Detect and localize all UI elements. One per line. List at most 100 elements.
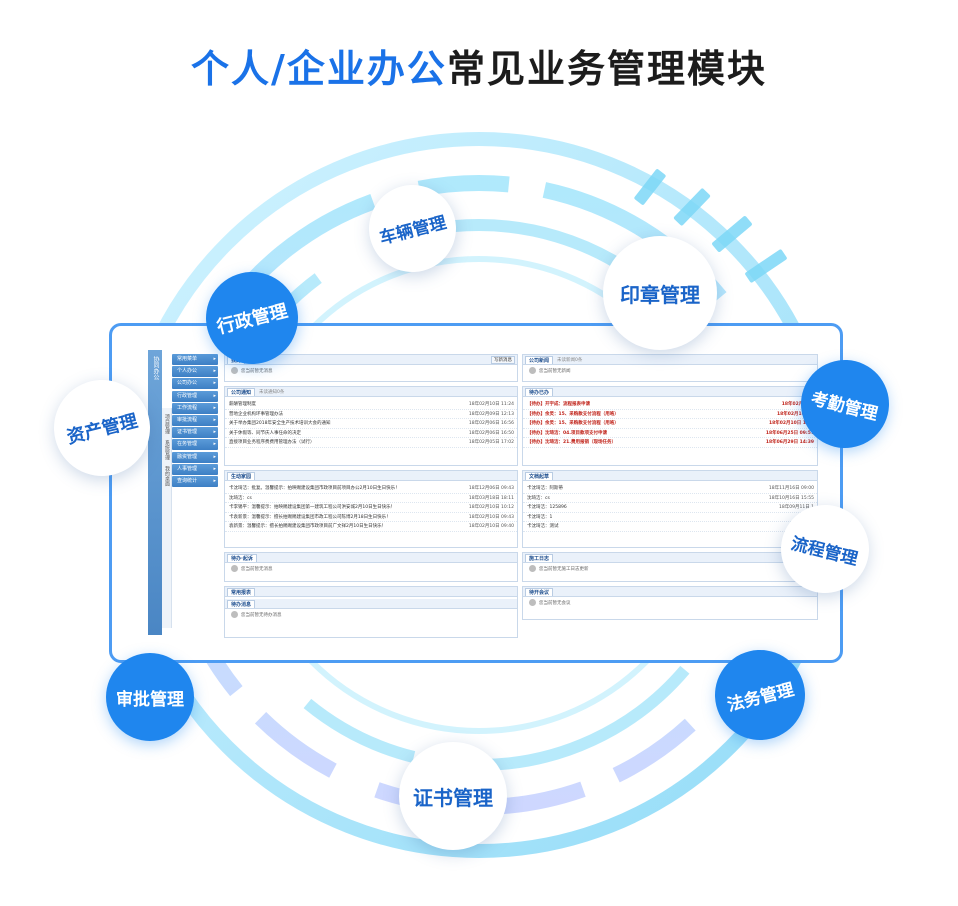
item-date: 18年02月05日 17:02 <box>468 438 514 447</box>
menu-item[interactable]: 工作流程 <box>172 402 218 414</box>
menu-item[interactable]: 在务管理 <box>172 439 218 451</box>
item-text: 卡沈琦洁：1 <box>527 514 553 520</box>
nav-project[interactable]: 项目管理 <box>164 414 170 434</box>
panel-tab[interactable]: 常用报表 <box>227 588 256 596</box>
menu-item[interactable]: 行政管理 <box>172 390 218 402</box>
item-date: 18年02月10日 09:40 <box>468 522 514 531</box>
item-date: 18年03月18日 18:11 <box>468 493 514 503</box>
panel-header: 生动家园 <box>225 471 517 481</box>
item-text: 卡沈琦洁：测试 <box>527 524 559 529</box>
panel-sub: 未读新闻0条 <box>557 358 583 363</box>
item-date: 18年09月11日 1 <box>779 503 814 512</box>
badge-legal-label: 法务管理 <box>725 679 797 716</box>
empty-message: 您当前暂无施工日志更新 <box>523 563 817 575</box>
list-item[interactable]: 卡袁新景：温馨提示：擅长拍赐赐建设集团市政工程公司陈博2月18日生日快乐！18年… <box>225 512 517 522</box>
panel-sub: 未读通知0条 <box>259 390 285 395</box>
nav-system[interactable]: 系统管理 <box>164 440 170 460</box>
list-item[interactable]: 卡李锡平：温馨提示：拍映赐建设集团第一建筑工程公司洪安城2月10日生日快乐！ 18… <box>225 503 517 513</box>
item-date: 18年06月29日 14:39 <box>765 438 814 447</box>
item-date: 18年02月09日 12:13 <box>468 409 514 419</box>
panel-header: 待开会议 <box>523 587 817 597</box>
panel-tab[interactable]: 公司通知 <box>227 388 256 396</box>
panel-my-messages: 我的 更多 写新消息 您当前暂无消息 <box>224 354 518 382</box>
list-item[interactable]: 直接项目业务程序费费用管理办法（试行）18年02月05日 17:02 <box>225 438 517 448</box>
badge-approval-label: 审批管理 <box>116 689 184 710</box>
badge-seal[interactable]: 印章管理 <box>603 236 717 350</box>
badge-admin-label: 行政管理 <box>214 300 290 339</box>
list-item[interactable]: 卡沈琦洁：118年09 <box>523 512 817 522</box>
item-text: 卡李锡平：温馨提示：拍映赐建设集团第一建筑工程公司洪安城2月10日生日快乐！ <box>229 505 396 510</box>
menu-item[interactable]: 常用菜单 <box>172 354 218 365</box>
panel-meetings: 待开会议 您当前暂无会议 <box>522 586 818 620</box>
badge-certificate-label: 证书管理 <box>413 785 493 810</box>
item-date: 18年10月16日 15:55 <box>768 493 814 503</box>
badge-workflow-label: 流程管理 <box>788 533 860 570</box>
panel-header: 公司新闻 未读新闻0条 <box>523 355 817 365</box>
dash-1 <box>634 169 666 205</box>
todo-list: 【待办】开宇成：流程报表申请 18年02月09日 【待办】余灵：15、采购款支付流… <box>523 397 817 448</box>
item-text: 【待办】沈琦洁：21.费用报销（现场任务） <box>527 440 616 445</box>
item-text: 卡袁新景：温馨提示：擅长拍赐赐建设集团市政工程公司陈博2月18日生日快乐！ <box>229 514 391 520</box>
panel-todo: 待办已办 【待办】开宇成：流程报表申请 18年02月09日 【待办】余灵：15、采… <box>522 386 818 466</box>
new-message-button[interactable]: 写新消息 <box>491 356 515 364</box>
menu-item[interactable]: 审批流程 <box>172 414 218 426</box>
item-date: 18年12月06日 09:43 <box>468 484 514 493</box>
item-text: 【待办】余灵：15、采购款支付流程（用咯） <box>527 411 619 417</box>
panel-header: 待办消息 <box>225 599 517 609</box>
primary-nav-label[interactable]: 协同办公 <box>152 356 159 380</box>
panel-activity: 生动家园 卡沈琦洁：批复。温馨提示：拍映赐建设集团市政项目前项目办公2月10日生… <box>224 470 518 548</box>
list-item[interactable]: 卡沈琦洁：测试18年 <box>523 522 817 532</box>
panel-header: 待办已办 <box>523 387 817 397</box>
panel-header: 待办·起诉 <box>225 553 517 563</box>
oa-app: 协同办公 项目管理 系统管理 我的桌面 常用菜单 个人办公 公司办公 行政管理 … <box>148 350 818 645</box>
panel-tab[interactable]: 待开会议 <box>525 588 554 596</box>
list-item[interactable]: 袁新景：温馨提示：擅长拍赐赐建设集团市政项目前广文祥2月10日生日快乐！18年0… <box>225 522 517 532</box>
empty-message: 您当前暂无消息 <box>225 365 517 377</box>
panel-tab[interactable]: 生动家园 <box>227 472 256 480</box>
menu-item[interactable]: 融资管理 <box>172 451 218 463</box>
list-item[interactable]: 卡沈琦洁：批复。温馨提示：拍映赐建设集团市政项目前项目办公2月10日生日快乐！1… <box>225 484 517 494</box>
panel-tab[interactable]: 施工日志 <box>525 554 554 562</box>
menu-item[interactable]: 查询统计 <box>172 475 218 487</box>
title-rest: 常见业务管理模块 <box>446 47 767 91</box>
list-item[interactable]: 【待办】余灵：15、采购款支付流程（用咯）18年02月10日 11:4 <box>523 419 817 429</box>
empty-message: 您当前暂无会议 <box>523 597 817 609</box>
badge-certificate[interactable]: 证书管理 <box>399 742 507 850</box>
panel-tab[interactable]: 文档起草 <box>525 472 554 480</box>
menu-item[interactable]: 人事管理 <box>172 463 218 475</box>
title-highlight: 个人/企业办公 <box>191 47 447 91</box>
list-item[interactable]: 【待办】开宇成：流程报表申请 18年02月09日 <box>523 400 817 410</box>
list-item[interactable]: 【待办】沈琦洁：21.费用报销（现场任务） 18年06月29日 14:39 <box>523 438 817 448</box>
item-date: 18年02月10日 10:12 <box>468 503 514 512</box>
panel-tab[interactable]: 公司新闻 <box>525 356 554 364</box>
app-screenshot-frame: 协同办公 项目管理 系统管理 我的桌面 常用菜单 个人办公 公司办公 行政管理 … <box>109 323 843 663</box>
list-item[interactable]: 【待办】余灵：15、采购款支付流程（用咯）18年02月10日 1 <box>523 409 817 419</box>
primary-nav: 协同办公 <box>148 350 162 635</box>
menu-item[interactable]: 公司办公 <box>172 378 218 390</box>
panel-tab[interactable]: 待办·起诉 <box>227 554 257 562</box>
item-date: 18年06月25日 09:57 <box>765 428 814 438</box>
badge-approval[interactable]: 审批管理 <box>106 653 194 741</box>
item-text: 【待办】开宇成：流程报表申请 <box>527 402 590 407</box>
panel-tab[interactable]: 待办已办 <box>525 388 554 396</box>
item-date: 18年02月09日 <box>781 400 814 409</box>
menu-item[interactable]: 个人办公 <box>172 366 218 378</box>
menu-item[interactable]: 证书管理 <box>172 427 218 439</box>
badge-assets-label: 资产管理 <box>64 410 140 449</box>
nav-desktop[interactable]: 我的桌面 <box>164 466 170 486</box>
panel-tab[interactable]: 待办消息 <box>227 600 256 608</box>
side-menu: 常用菜单 个人办公 公司办公 行政管理 工作流程 审批流程 证书管理 在务管理 … <box>172 354 218 488</box>
